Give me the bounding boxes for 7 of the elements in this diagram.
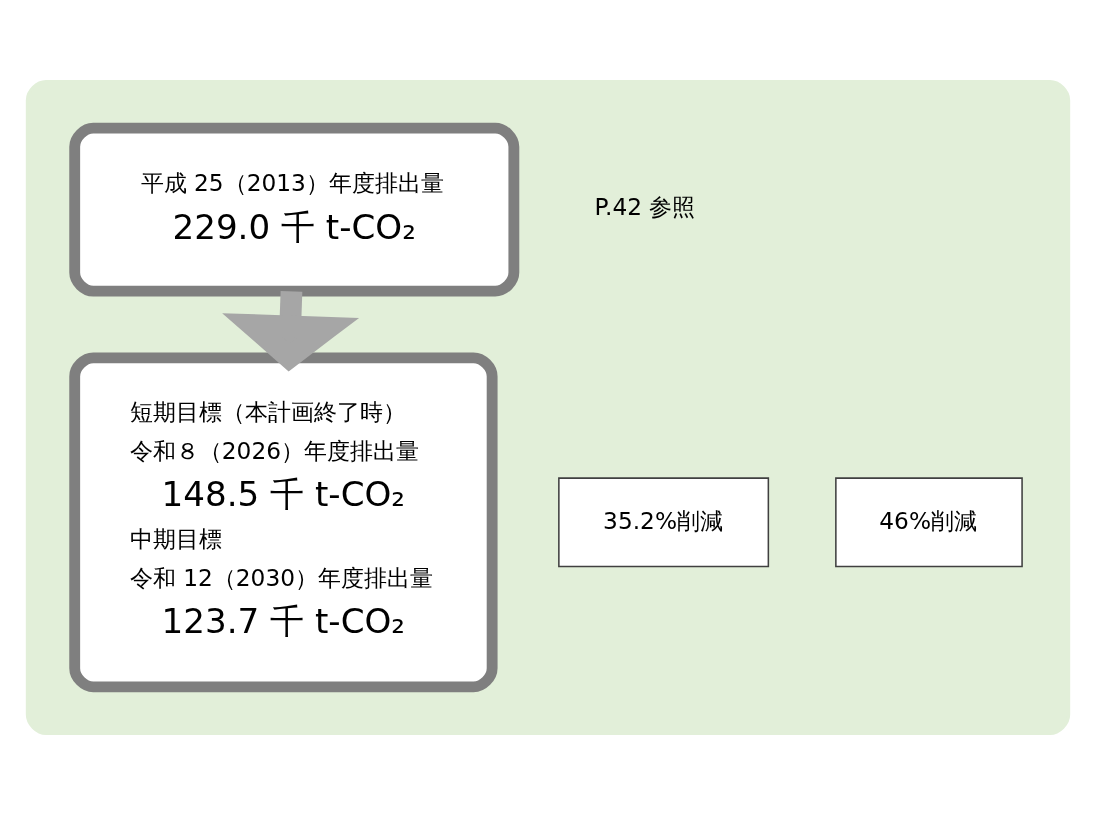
arrow <box>222 290 360 372</box>
node-box: 短期目標（本計画終了時） 令和８（2026）年度排出量 148.5 千 t-CO₂ 中期目標 令和 12（2030）年度排出量 123.7 千 t-CO₂ <box>69 352 498 693</box>
node-box: 46%削減 <box>835 477 1023 568</box>
node-box: 35.2%削減 <box>558 477 770 568</box>
node-box: 平成 25（2013）年度排出量 229.0 千 t-CO₂ <box>69 122 520 297</box>
cluster <box>25 80 1071 735</box>
label: P.42 参照 <box>594 193 696 221</box>
